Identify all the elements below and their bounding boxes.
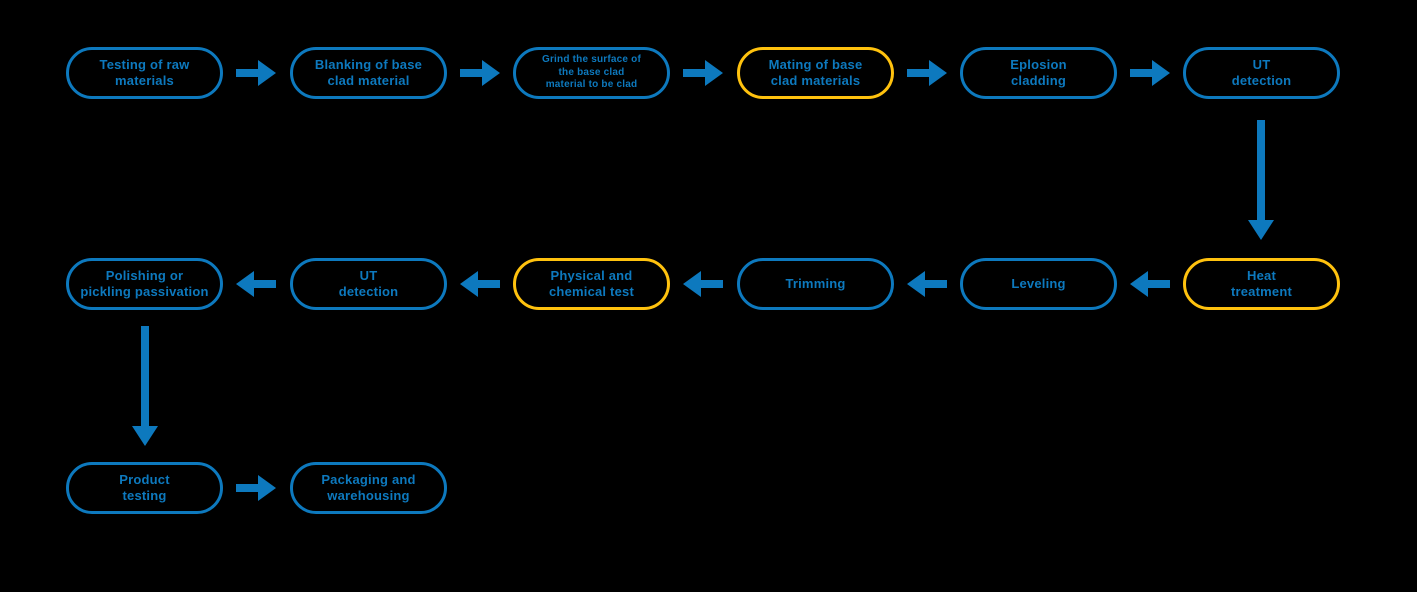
node-label: Testing of raw materials xyxy=(99,57,190,88)
arrow-down-icon xyxy=(1247,120,1275,240)
arrow-right-icon xyxy=(236,59,276,87)
arrow-left-icon xyxy=(683,270,723,298)
node-trimming: Trimming xyxy=(737,258,894,310)
arrow-left-icon xyxy=(236,270,276,298)
node-product-testing: Product testing xyxy=(66,462,223,514)
node-mating-of-base-clad-materials: Mating of base clad materials xyxy=(737,47,894,99)
node-heat-treatment: Heat treatment xyxy=(1183,258,1340,310)
node-label: Trimming xyxy=(785,276,846,291)
node-label: Physical and chemical test xyxy=(549,268,634,299)
arrow-down-icon xyxy=(131,326,159,446)
arrow-left-icon xyxy=(460,270,500,298)
arrow-right-icon xyxy=(683,59,723,87)
node-label: Eplosion cladding xyxy=(1010,57,1067,88)
node-packaging-and-warehousing: Packaging and warehousing xyxy=(290,462,447,514)
node-polishing-or-pickling-passivation: Polishing or pickling passivation xyxy=(66,258,223,310)
node-label: Grind the surface of the base clad mater… xyxy=(541,54,641,91)
node-label: Leveling xyxy=(1011,276,1066,291)
node-ut-detection-2: UT detection xyxy=(290,258,447,310)
arrow-right-icon xyxy=(236,474,276,502)
arrow-right-icon xyxy=(1130,59,1170,87)
node-label: Packaging and warehousing xyxy=(321,472,416,503)
node-grind-surface-of-base-clad: Grind the surface of the base clad mater… xyxy=(513,47,670,99)
arrow-right-icon xyxy=(907,59,947,87)
node-label: UT detection xyxy=(1231,57,1292,88)
node-ut-detection-1: UT detection xyxy=(1183,47,1340,99)
node-eplosion-cladding: Eplosion cladding xyxy=(960,47,1117,99)
node-blanking-of-base-clad-material: Blanking of base clad material xyxy=(290,47,447,99)
node-physical-and-chemical-test: Physical and chemical test xyxy=(513,258,670,310)
node-label: Polishing or pickling passivation xyxy=(80,268,209,299)
arrow-left-icon xyxy=(1130,270,1170,298)
node-label: Product testing xyxy=(119,472,170,503)
node-label: Blanking of base clad material xyxy=(314,57,423,88)
node-label: Heat treatment xyxy=(1230,268,1293,299)
arrow-right-icon xyxy=(460,59,500,87)
node-testing-of-raw-materials: Testing of raw materials xyxy=(66,47,223,99)
node-leveling: Leveling xyxy=(960,258,1117,310)
node-label: UT detection xyxy=(338,268,399,299)
node-label: Mating of base clad materials xyxy=(768,57,863,88)
arrow-left-icon xyxy=(907,270,947,298)
